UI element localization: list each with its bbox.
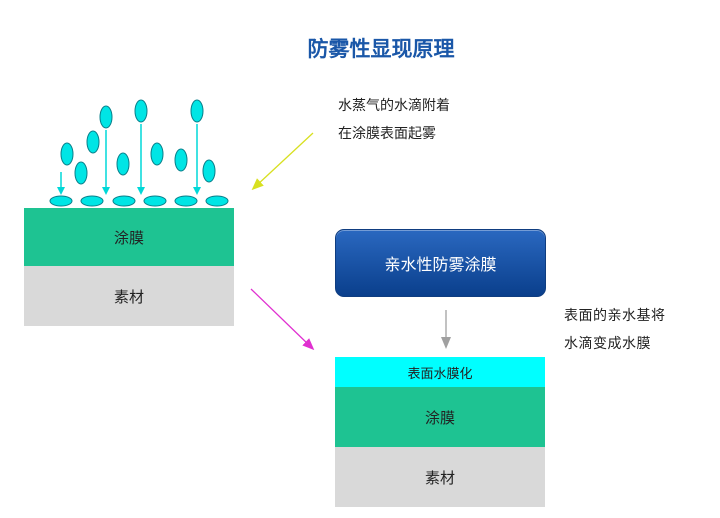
surface-droplet bbox=[80, 195, 104, 207]
diagram-title: 防雾性显现原理 bbox=[307, 37, 455, 61]
surface-droplet bbox=[205, 195, 229, 207]
water-droplet bbox=[202, 159, 216, 183]
water-droplet bbox=[60, 142, 74, 166]
water-droplet bbox=[150, 142, 164, 166]
surface-droplet bbox=[174, 195, 198, 207]
water-droplet bbox=[174, 148, 188, 172]
right-substrate-layer: 素材 bbox=[335, 447, 545, 507]
hydrophilic-coating-box: 亲水性防雾涂膜 bbox=[335, 229, 546, 297]
left-annotation: 水蒸气的水滴附着 在涂膜表面起雾 bbox=[338, 92, 450, 148]
water-droplet bbox=[190, 99, 204, 123]
left-coating-layer: 涂膜 bbox=[24, 208, 234, 266]
water-droplet bbox=[86, 130, 100, 154]
surface-droplet bbox=[49, 195, 73, 207]
falling-droplets bbox=[60, 99, 216, 185]
right-annotation: 表面的亲水基将 水滴变成水膜 bbox=[564, 302, 666, 358]
left-substrate-layer: 素材 bbox=[24, 266, 234, 326]
left-annotation-line1: 水蒸气的水滴附着 bbox=[338, 98, 450, 114]
droplet-fall-arrows bbox=[57, 124, 201, 195]
right-annotation-line1: 表面的亲水基将 bbox=[564, 308, 666, 324]
yellow-pointer-arrow bbox=[251, 132, 314, 191]
right-annotation-line2: 水滴变成水膜 bbox=[564, 336, 651, 352]
water-droplet bbox=[74, 161, 88, 185]
magenta-transition-arrow bbox=[250, 288, 315, 351]
right-coating-layer: 涂膜 bbox=[335, 387, 545, 447]
right-water-film-layer: 表面水膜化 bbox=[335, 357, 545, 387]
surface-droplets bbox=[49, 195, 229, 207]
water-droplet bbox=[116, 152, 130, 176]
surface-droplet bbox=[143, 195, 167, 207]
water-droplet bbox=[99, 105, 113, 129]
water-droplet bbox=[134, 99, 148, 123]
surface-droplet bbox=[112, 195, 136, 207]
left-annotation-line2: 在涂膜表面起雾 bbox=[338, 126, 436, 142]
